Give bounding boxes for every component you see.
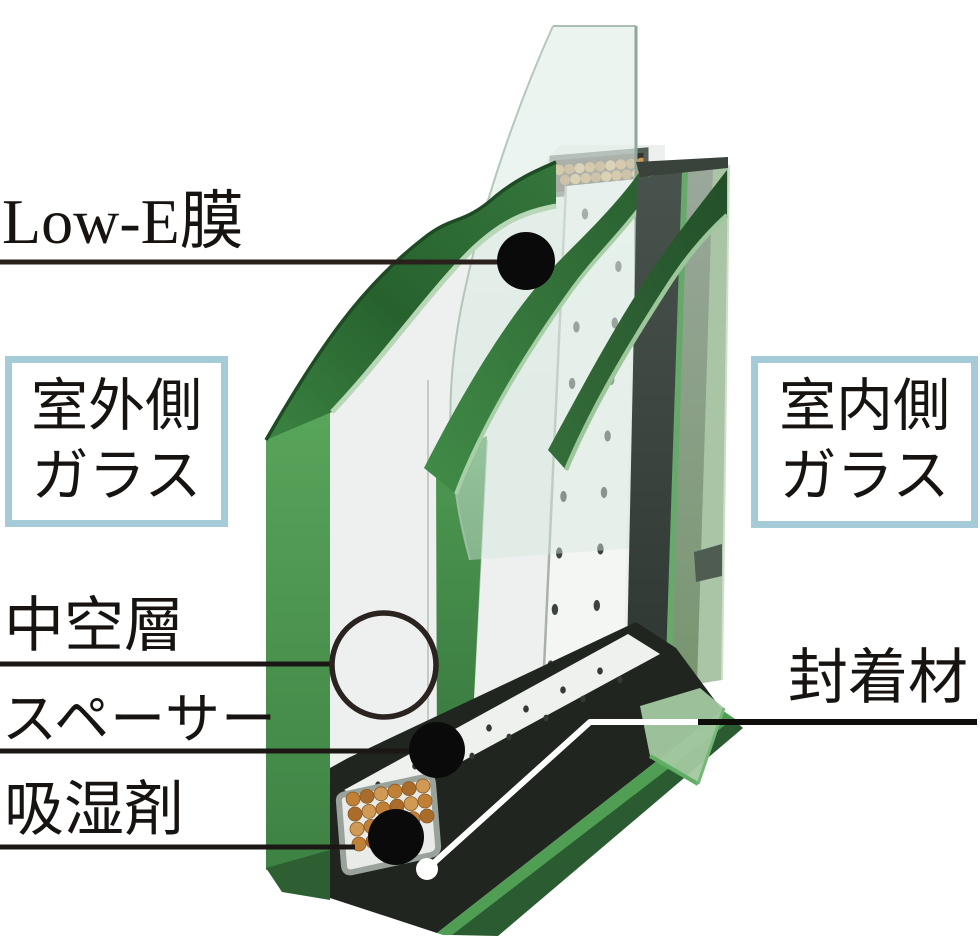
callout-sealant-white-line <box>424 719 700 872</box>
label-desiccant: 吸湿剤 <box>4 777 184 843</box>
callouts <box>0 232 977 880</box>
label-indoor-glass-line1: 室内側 <box>779 375 950 439</box>
indoor-pane-cut-band <box>548 170 729 471</box>
label-sealant: 封着材 <box>788 645 968 711</box>
callout-spacer-dot <box>409 722 465 778</box>
callout-desiccant-dot <box>368 809 424 865</box>
label-outdoor-glass-line2: ガラス <box>31 444 202 508</box>
label-spacer: スペーサー <box>2 689 278 750</box>
label-low-e-film: Low-E膜 <box>2 186 244 257</box>
label-outdoor-glass-line1: 室外側 <box>31 374 202 438</box>
callout-lowe-dot <box>497 232 555 290</box>
callout-air-circle <box>329 610 439 720</box>
outdoor-pane-edge-strip-outer <box>266 406 330 900</box>
label-indoor-glass: 室内側 ガラス <box>751 356 978 528</box>
callout-sealant-dot <box>416 858 438 880</box>
label-indoor-glass-line2: ガラス <box>779 445 950 508</box>
indoor-pane <box>626 157 730 702</box>
middle-cut-band <box>424 163 648 495</box>
label-air-layer: 中空層 <box>4 593 184 659</box>
label-outdoor-glass: 室外側 ガラス <box>5 356 228 527</box>
unit-bottom-edge <box>437 710 743 936</box>
